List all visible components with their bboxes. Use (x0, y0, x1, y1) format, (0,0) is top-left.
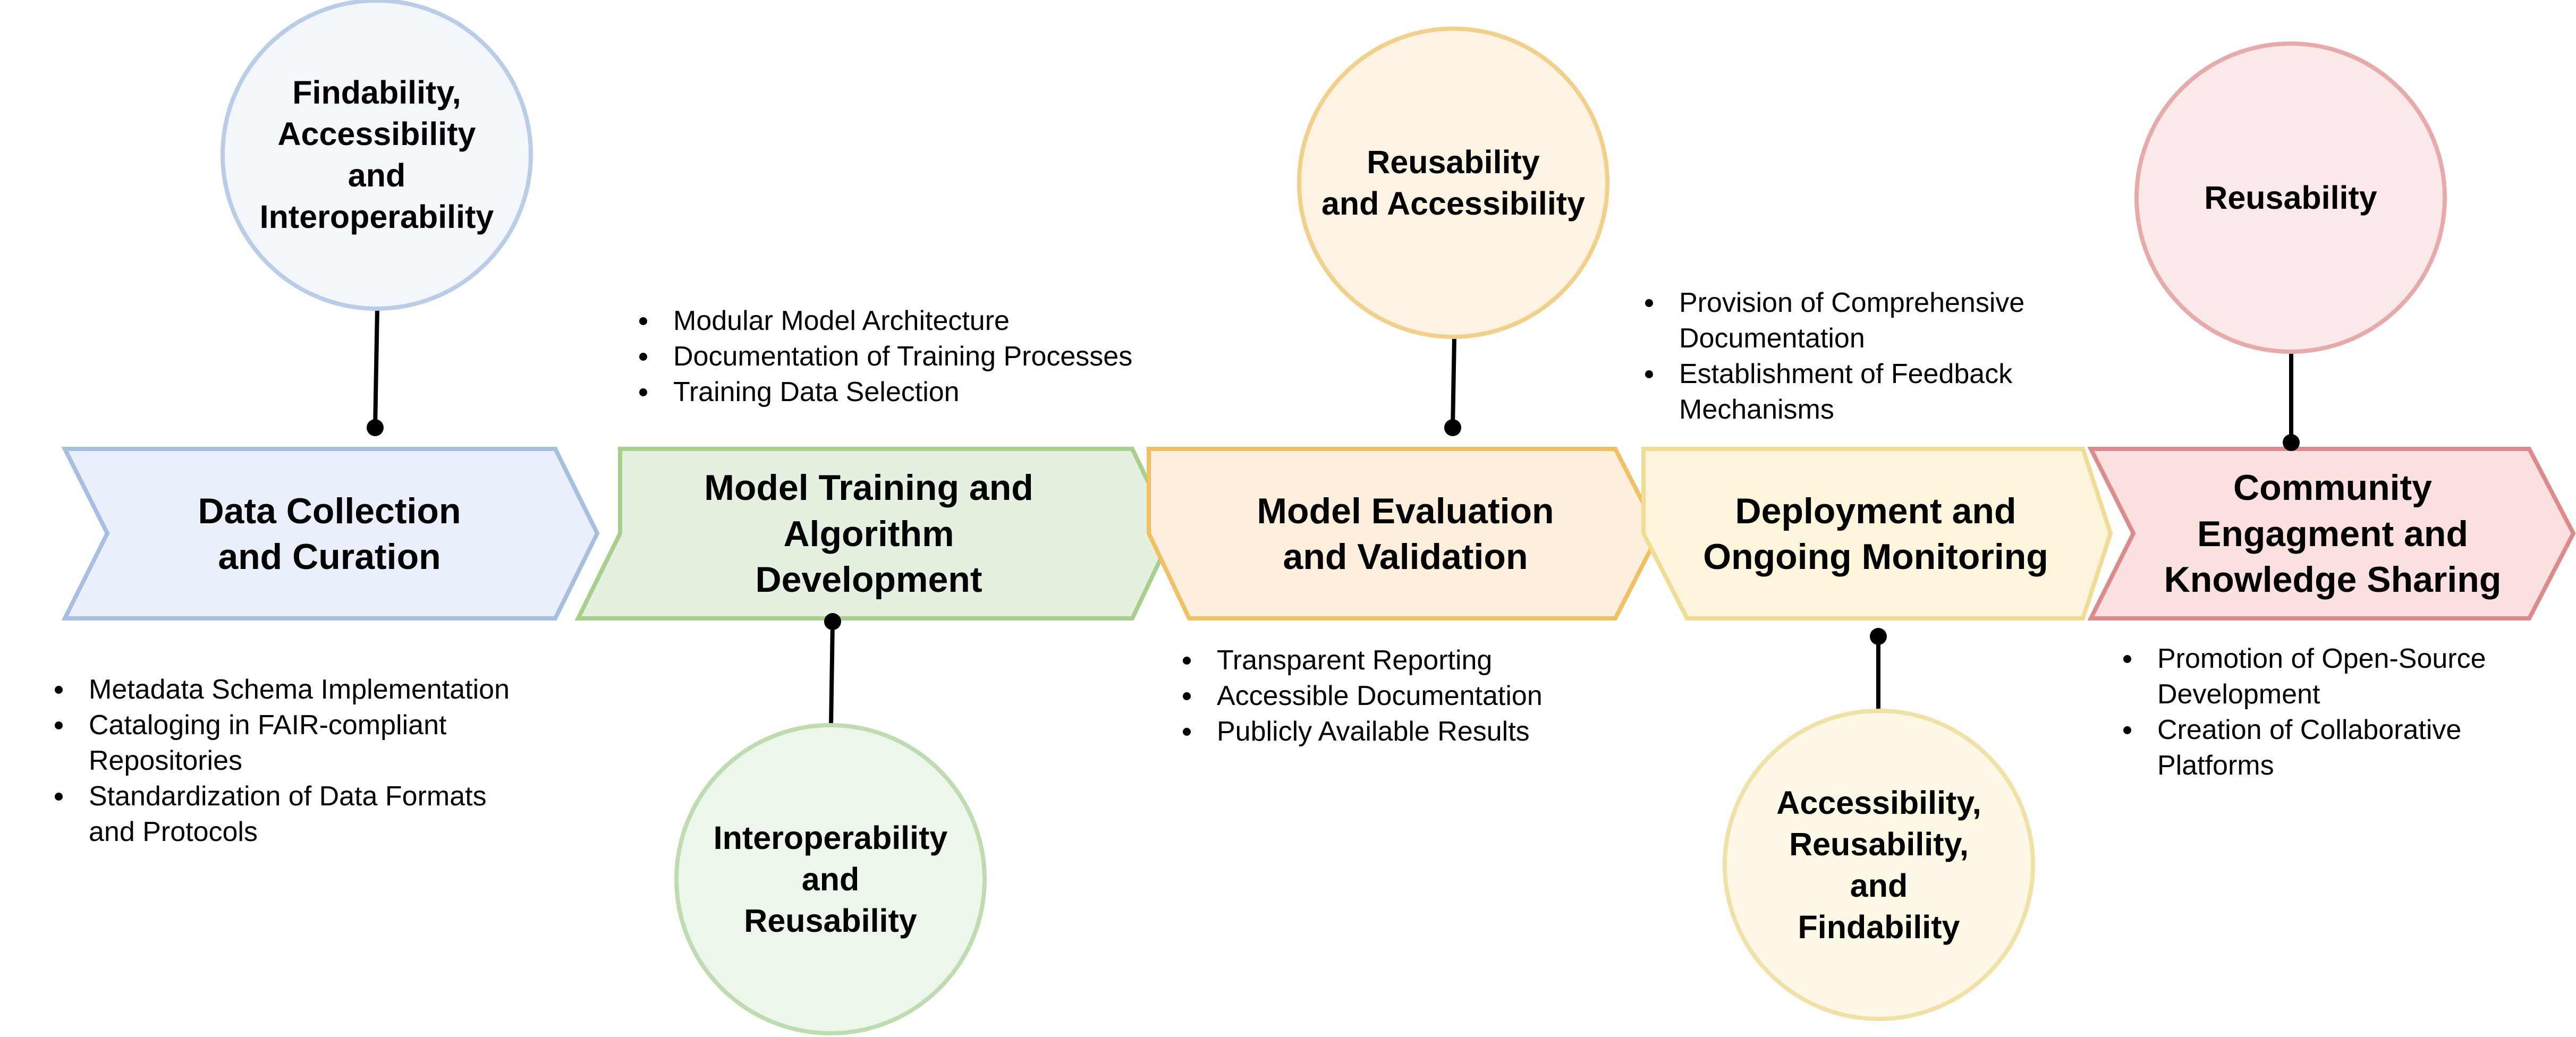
stage-5-chevron (2087, 447, 2576, 620)
stage-1-title: Data Collection and Curation (198, 490, 461, 577)
stage-1-practice-item: Standardization of Data Formats and Prot… (49, 779, 581, 850)
stage-4-principle-label: Accessibility, Reusability, and Findabil… (1776, 784, 1981, 946)
stage-3-practice-item: Transparent Reporting (1177, 643, 1656, 678)
stage-1-chevron (61, 447, 600, 620)
stage-2-practice-item: Documentation of Training Processes (634, 339, 1245, 375)
stage-4-practice-item: Provision of Comprehensive Documentation (1640, 285, 2118, 356)
stage-4-practices-list: Provision of Comprehensive Documentation… (1640, 285, 2118, 428)
stage-4-practice-item: Establishment of Feedback Mechanisms (1640, 356, 2118, 428)
stage-3-connector-dot (1444, 419, 1461, 436)
stage-4-chevron (1641, 447, 2113, 620)
stage-1-practice-item: Metadata Schema Implementation (49, 672, 581, 708)
stage-5-connector-dot (2283, 434, 2300, 451)
stage-2-principle-circle (674, 723, 987, 1035)
stage-1-connector-dot (367, 419, 384, 436)
stage-3-principle-circle (1297, 27, 1609, 339)
stage-2-practice-item: Training Data Selection (634, 375, 1245, 410)
stage-2-chevron (574, 447, 1175, 620)
stage-1-practice-item: Cataloging in FAIR-compliant Repositorie… (49, 708, 581, 779)
stage-3-practice-item: Publicly Available Results (1177, 714, 1656, 750)
stage-1-connector (373, 308, 379, 428)
stage-2-connector (829, 621, 835, 726)
stage-2-principle-label: Interoperability and Reusability (713, 819, 948, 939)
stage-3-connector (1451, 337, 1456, 428)
stage-5-practices-list: Promotion of Open-Source Development Cre… (2118, 641, 2564, 784)
stage-3-principle-label: Reusability and Accessibility (1321, 143, 1586, 222)
stage-1-practices-list: Metadata Schema Implementation Catalogin… (49, 672, 581, 850)
stage-4-principle-circle (1723, 709, 2035, 1021)
stage-3-practices-list: Transparent Reporting Accessible Documen… (1177, 643, 1656, 750)
stage-2-title: Model Training and Algorithm Development (704, 468, 1033, 600)
stage-5-principle-label: Reusability (2204, 179, 2377, 216)
stage-5-practice-item: Creation of Collaborative Platforms (2118, 712, 2564, 784)
stage-2-connector-dot (824, 613, 841, 630)
stage-4-title: Deployment and Ongoing Monitoring (1703, 490, 2048, 577)
stage-5-practice-item: Promotion of Open-Source Development (2118, 641, 2564, 712)
stage-1-principle-label: Findability, Accessibility and Interoper… (259, 74, 494, 235)
stage-2-practice-item: Modular Model Architecture (634, 303, 1245, 339)
stage-3-chevron (1147, 447, 1662, 620)
stage-1-principle-circle (221, 0, 533, 311)
stage-5-principle-circle (2134, 41, 2447, 354)
stage-5-title: Community Engagment and Knowledge Sharin… (2164, 468, 2502, 600)
stage-3-title: Model Evaluation and Validation (1257, 490, 1554, 577)
stage-4-connector-dot (1870, 628, 1887, 645)
stage-2-practices-list: Modular Model Architecture Documentation… (634, 303, 1245, 410)
stage-3-practice-item: Accessible Documentation (1177, 678, 1656, 714)
